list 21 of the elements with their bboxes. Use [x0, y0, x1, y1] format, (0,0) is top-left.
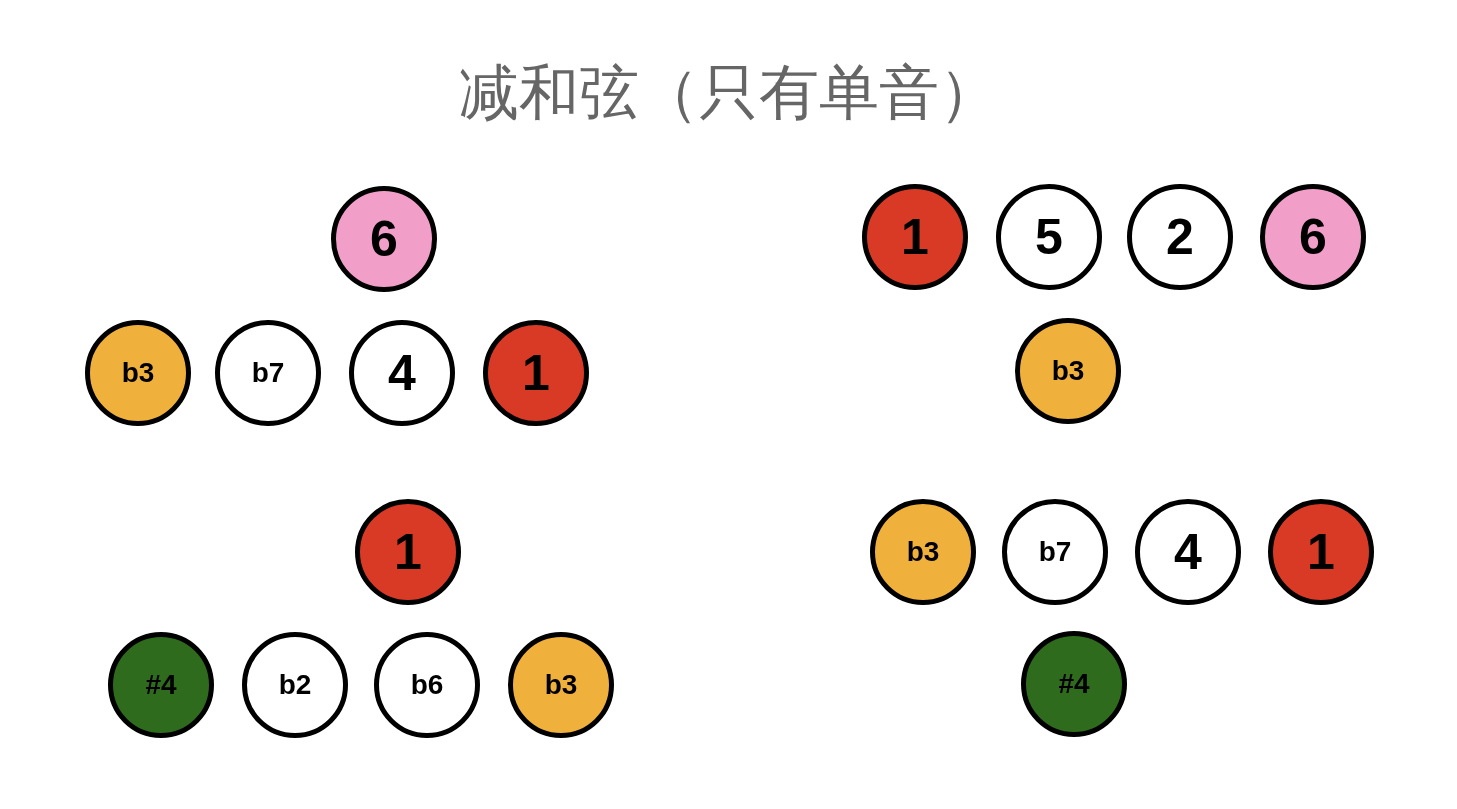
note-circle: b2 [242, 632, 348, 738]
note-circle: 1 [1268, 499, 1374, 605]
note-circle: 5 [996, 184, 1102, 290]
note-circle: #4 [108, 632, 214, 738]
note-circle: b3 [870, 499, 976, 605]
note-circle: 2 [1127, 184, 1233, 290]
note-circle: #4 [1021, 631, 1127, 737]
note-circle: 1 [355, 499, 461, 605]
note-circle: 4 [1135, 499, 1241, 605]
note-circle: b3 [85, 320, 191, 426]
note-circle: b7 [1002, 499, 1108, 605]
note-circle: b7 [215, 320, 321, 426]
title: 减和弦（只有单音） [458, 56, 999, 129]
note-circle: b6 [374, 632, 480, 738]
note-circle: 1 [483, 320, 589, 426]
note-circle: 6 [1260, 184, 1366, 290]
note-circle: 4 [349, 320, 455, 426]
note-circle: b3 [508, 632, 614, 738]
note-circle: 1 [862, 184, 968, 290]
note-circle: 6 [331, 186, 437, 292]
note-circle: b3 [1015, 318, 1121, 424]
